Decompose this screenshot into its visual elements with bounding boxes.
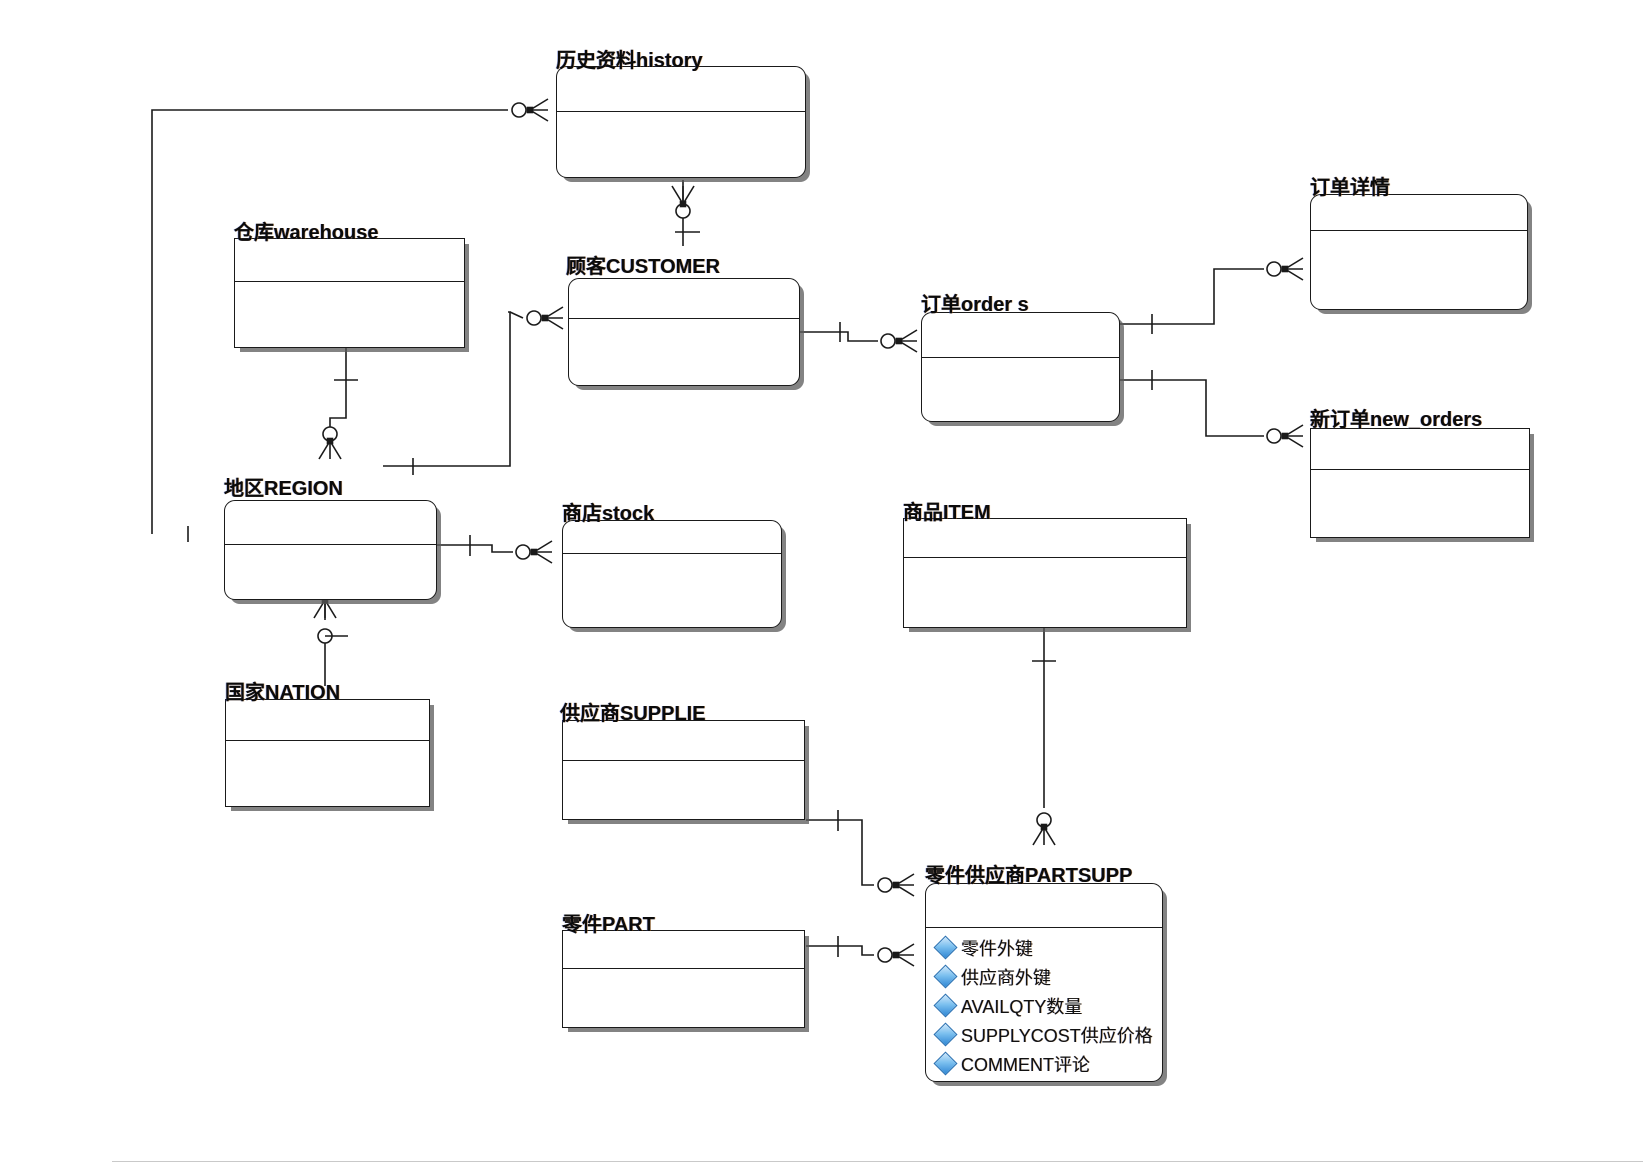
entity-body-supplie (563, 761, 804, 819)
attribute-row[interactable]: 供应商外键 (926, 962, 1162, 991)
entity-caption-supplie: 供应商SUPPLIE (560, 703, 706, 725)
entity-header-order-detail (1311, 195, 1527, 231)
entity-caption-warehouse: 仓库warehouse (234, 222, 379, 244)
entity-header-nation (226, 700, 429, 741)
entity-caption-orders: 订单order s (921, 294, 1029, 316)
entity-header-customer (569, 279, 799, 319)
entity-caption-history: 历史资料history (556, 50, 703, 72)
attribute-row[interactable]: 零件外键 (926, 933, 1162, 962)
entity-attribute-list-partsupp: 零件外键 供应商外键 AVAILQTY数量 SUPPLYCOST供应价格 COM… (926, 928, 1162, 1081)
entity-header-new-orders (1311, 429, 1529, 470)
entity-body-part (563, 969, 804, 1027)
attribute-row[interactable]: SUPPLYCOST供应价格 (926, 1020, 1162, 1049)
diamond-key-icon (933, 964, 958, 989)
entity-body-order-detail (1311, 231, 1527, 309)
entity-caption-partsupp: 零件供应商PARTSUPP (925, 865, 1133, 887)
attribute-label: AVAILQTY数量 (961, 996, 1083, 1017)
entity-supplie[interactable] (562, 720, 805, 820)
entity-body-region (225, 545, 436, 599)
entity-stock[interactable] (562, 520, 782, 628)
entity-history[interactable] (556, 66, 806, 178)
diamond-key-icon (933, 1022, 958, 1047)
entity-new-orders[interactable] (1310, 428, 1530, 538)
entity-caption-item: 商品ITEM (903, 502, 991, 524)
entity-header-supplie (563, 721, 804, 761)
entity-partsupp[interactable]: 零件外键 供应商外键 AVAILQTY数量 SUPPLYCOST供应价格 COM… (925, 883, 1163, 1082)
entity-body-stock (563, 554, 781, 627)
diamond-key-icon (933, 1051, 958, 1076)
entity-part[interactable] (562, 930, 805, 1028)
attribute-row[interactable]: COMMENT评论 (926, 1049, 1162, 1078)
entity-header-warehouse (235, 239, 464, 282)
entity-header-orders (922, 313, 1119, 358)
entity-caption-region: 地区REGION (224, 478, 343, 500)
entity-order-detail[interactable] (1310, 194, 1528, 310)
entity-body-orders (922, 358, 1119, 421)
entity-header-item (904, 519, 1186, 558)
attribute-label: 供应商外键 (961, 967, 1051, 988)
entity-header-history (557, 67, 805, 112)
entity-region[interactable] (224, 500, 437, 600)
entity-customer[interactable] (568, 278, 800, 386)
entity-orders[interactable] (921, 312, 1120, 422)
entity-nation[interactable] (225, 699, 430, 807)
entity-header-partsupp (926, 884, 1162, 928)
attribute-row[interactable]: AVAILQTY数量 (926, 991, 1162, 1020)
diamond-key-icon (933, 993, 958, 1018)
entity-caption-stock: 商店stock (562, 503, 655, 525)
entity-warehouse[interactable] (234, 238, 465, 348)
entity-body-history (557, 112, 805, 177)
entity-caption-nation: 国家NATION (225, 682, 341, 704)
entity-body-item (904, 558, 1186, 627)
entity-caption-part: 零件PART (562, 914, 655, 936)
diamond-key-icon (933, 935, 958, 960)
attribute-label: 零件外键 (961, 938, 1033, 959)
attribute-label: COMMENT评论 (961, 1054, 1090, 1075)
page-footer-rule (112, 1161, 1643, 1162)
entity-header-part (563, 931, 804, 969)
entity-body-nation (226, 741, 429, 806)
attribute-label: SUPPLYCOST供应价格 (961, 1025, 1153, 1046)
entity-header-stock (563, 521, 781, 554)
entity-caption-order-detail: 订单详情 (1310, 177, 1390, 199)
entity-caption-new-orders: 新订单new_orders (1310, 409, 1483, 431)
entity-header-region (225, 501, 436, 545)
entity-caption-customer: 顾客CUSTOMER (566, 256, 721, 278)
entity-item[interactable] (903, 518, 1187, 628)
entity-body-customer (569, 319, 799, 385)
entity-body-warehouse (235, 282, 464, 347)
entity-body-new-orders (1311, 470, 1529, 537)
